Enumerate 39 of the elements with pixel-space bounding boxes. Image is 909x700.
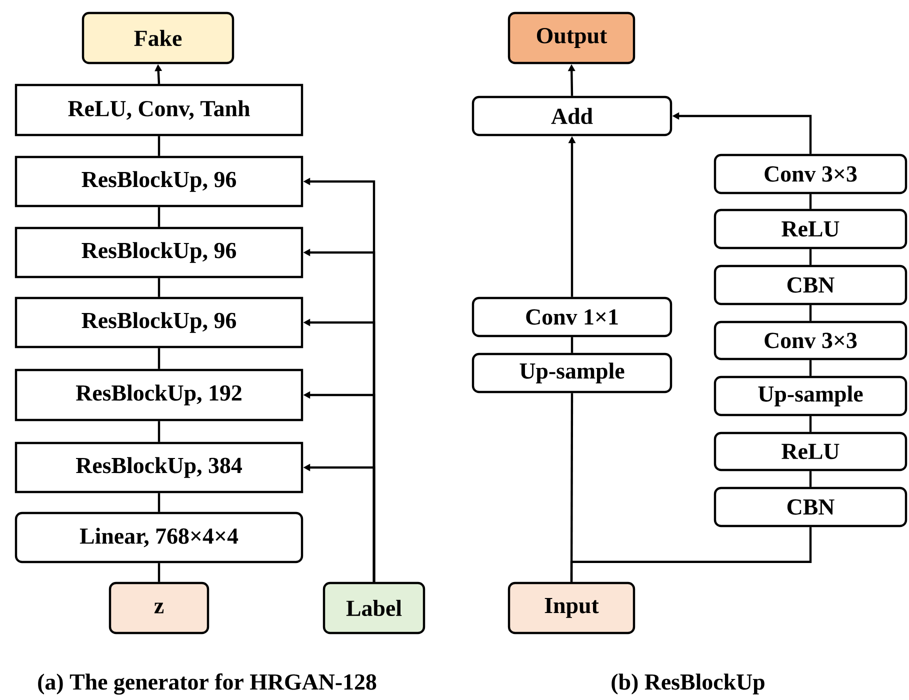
connector-line (570, 337, 574, 353)
connector-line (158, 136, 160, 156)
connector-line (158, 278, 160, 297)
connector-line (158, 563, 160, 582)
connector-line (158, 421, 160, 442)
connector-line (570, 527, 812, 582)
layer-box: ReLU (714, 208, 908, 250)
layer-box: ReLU (714, 432, 908, 472)
layer-box: ResBlockUp, 96 (14, 156, 304, 208)
connector-line (158, 493, 160, 512)
connector-line (158, 348, 160, 369)
output-box: Output (508, 12, 636, 64)
connector-line (809, 471, 812, 487)
layer-box: Conv 3×3 (714, 154, 908, 194)
connector-line (809, 194, 812, 209)
connector-line (158, 207, 160, 227)
layer-box: ReLU, Conv, Tanh (14, 84, 304, 136)
layer-box: Linear, 768×4×4 (14, 512, 304, 564)
layer-box: ResBlockUp, 96 (14, 226, 304, 278)
layer-box: Conv 1×1 (472, 296, 672, 338)
input-box: Input (508, 582, 636, 634)
connector-line (809, 416, 812, 432)
input-box: z (108, 582, 210, 634)
layer-box: ResBlockUp, 384 (14, 442, 304, 494)
layer-box: Add (472, 96, 672, 136)
layer-box: ResBlockUp, 96 (14, 296, 304, 348)
connector-line (809, 360, 812, 376)
layer-box: CBN (714, 486, 908, 528)
layer-box: Up-sample (472, 352, 672, 394)
layer-box: Up-sample (714, 376, 908, 416)
layer-box: CBN (714, 264, 908, 306)
output-box: Fake (82, 12, 234, 64)
layer-box: Conv 3×3 (714, 320, 908, 360)
connector-line (809, 249, 812, 265)
layer-box: ResBlockUp, 192 (14, 368, 304, 422)
panel-caption: (a) The generator for HRGAN-128 (38, 673, 376, 695)
input-box: Label (322, 582, 426, 634)
connector-line (809, 305, 812, 321)
panel-caption: (b) ResBlockUp (612, 674, 764, 694)
